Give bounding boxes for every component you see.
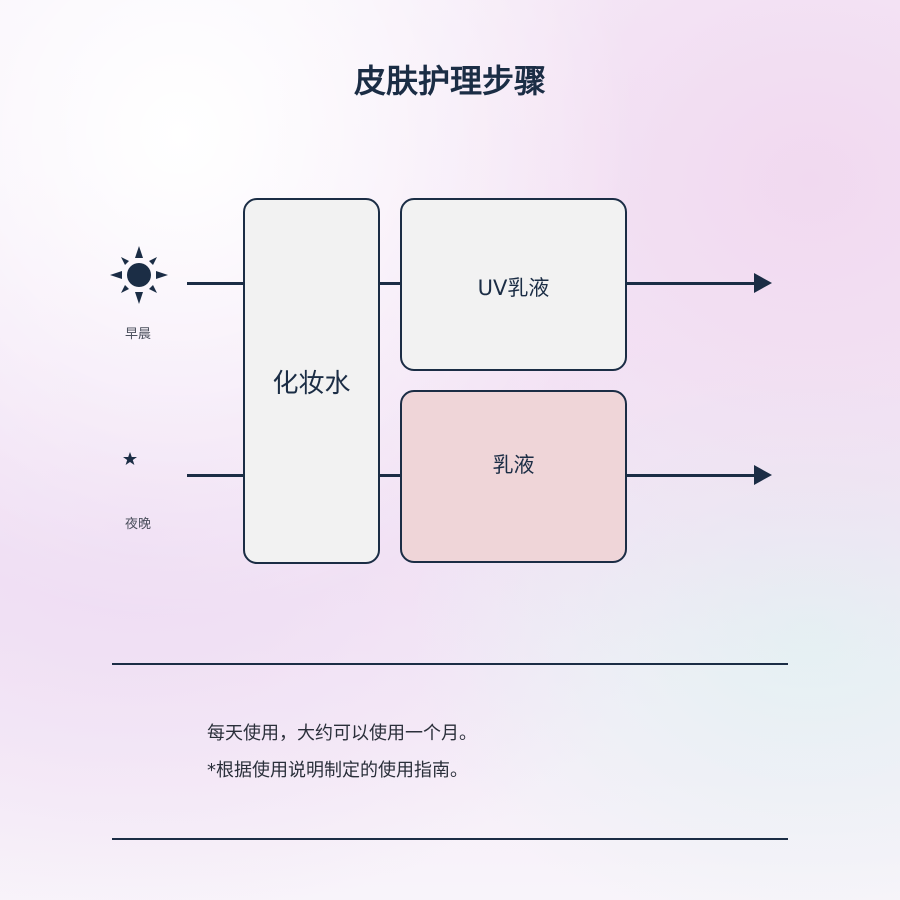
night-label: 夜晚 [124,517,151,532]
milk-label: 乳液 [492,453,535,477]
guideline-note: *根据使用说明制定的使用指南。 [207,760,468,781]
morning-output-line [626,282,762,285]
usage-note: 每天使用，大约可以使用一个月。 [207,723,477,744]
sun-icon [110,246,168,304]
toner-step-box: 化妆水 [243,198,380,564]
night-connector [187,474,244,477]
divider [112,663,788,665]
morning-connector [187,282,244,285]
toner-label: 化妆水 [272,368,351,399]
arrow-head-icon [754,273,772,293]
uv-milk-label: UV乳液 [477,276,550,300]
moon-star-icon [120,451,156,489]
connector [379,474,401,477]
divider [112,838,788,840]
uv-milk-step-box: UV乳液 [400,198,627,371]
night-output-line [626,474,762,477]
page-title: 皮肤护理步骤 [353,62,546,100]
morning-label: 早晨 [124,327,151,342]
milk-step-box: 乳液 [400,390,627,563]
arrow-head-icon [754,465,772,485]
connector [379,282,401,285]
